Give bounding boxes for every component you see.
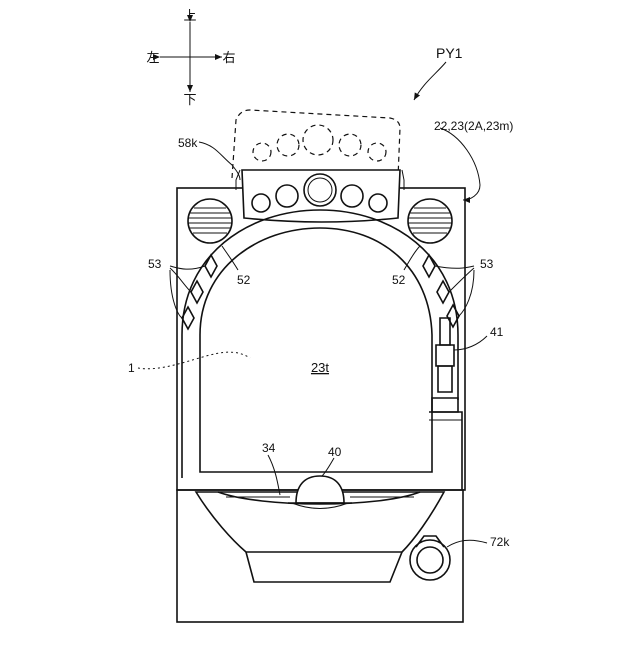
direction-right-label: 右 <box>222 50 235 65</box>
push-button-dome <box>288 476 352 509</box>
screen-label: 23t <box>311 360 329 375</box>
left-speaker <box>188 199 232 243</box>
direction-up-label: 上 <box>183 8 196 23</box>
direction-compass: 上 下 左 右 <box>146 8 235 107</box>
direction-left-label: 左 <box>146 50 159 65</box>
top-decor-panel <box>236 170 404 222</box>
label-frame-ref: 22,23(2A,23m) <box>434 119 513 133</box>
raised-panel-outline <box>232 110 400 178</box>
label-1: 1 <box>128 361 135 375</box>
label-53-right: 53 <box>480 257 494 271</box>
volume-knob <box>410 536 450 580</box>
label-41: 41 <box>490 325 504 339</box>
figure-title: PY1 <box>436 45 463 61</box>
launch-handle <box>429 318 462 490</box>
label-52-left: 52 <box>237 273 251 287</box>
lamp-diamonds <box>182 255 459 329</box>
title-pointer-arrow <box>414 62 446 100</box>
label-40: 40 <box>328 445 342 459</box>
label-34: 34 <box>262 441 276 455</box>
direction-down-label: 下 <box>183 92 196 107</box>
label-72k: 72k <box>490 535 510 549</box>
label-58k: 58k <box>178 136 198 150</box>
right-speaker <box>408 199 452 243</box>
lower-cabinet <box>177 490 463 622</box>
label-52-right: 52 <box>392 273 406 287</box>
label-53-left: 53 <box>148 257 162 271</box>
